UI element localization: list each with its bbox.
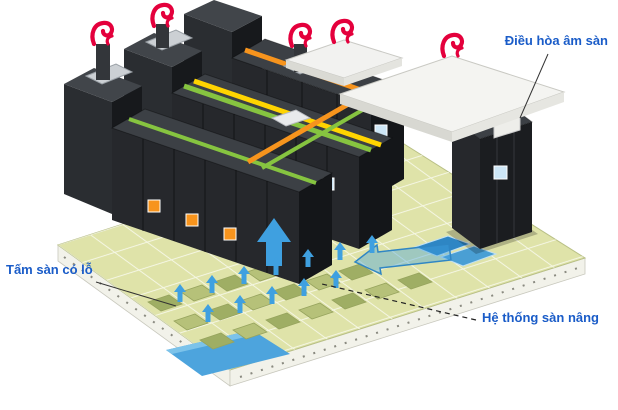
underfloor-airflow-arrow — [353, 243, 452, 276]
exhaust-chimney-1 — [84, 44, 134, 85]
server-rack-row-1 — [110, 108, 334, 284]
leader-line-perforated-tile — [95, 281, 177, 307]
rack-indicator-light — [147, 199, 161, 213]
rack-indicator-light — [185, 213, 199, 227]
label-raised-floor: Hệ thống sàn nâng — [482, 310, 599, 325]
leader-line-ac — [519, 53, 549, 119]
hot-exhaust-swirl-icon — [332, 21, 352, 42]
rack-top-vent-plate — [270, 109, 312, 127]
cable-tray-green — [128, 117, 317, 185]
rack-indicator-light — [223, 227, 237, 241]
hot-exhaust-swirl-icon — [92, 23, 112, 44]
hot-exhaust-swirl-icon — [442, 35, 462, 56]
label-underfloor-ac: Điều hòa âm sàn — [504, 33, 608, 48]
underfloor-air-tiles — [413, 235, 498, 267]
ac-duct-panel-main — [338, 55, 566, 142]
cold-air-up-arrow-large — [257, 218, 291, 266]
label-perforated-tile: Tấm sàn có lỗ — [6, 262, 93, 277]
exhaust-chimney-2 — [144, 24, 194, 51]
ac-indicator-light — [493, 165, 508, 180]
cross-cable-trays — [246, 99, 367, 170]
ac-duct-panel-left — [284, 39, 404, 86]
hot-exhaust-swirl-icon — [152, 5, 172, 26]
hot-exhaust-swirl-icon — [290, 25, 310, 46]
